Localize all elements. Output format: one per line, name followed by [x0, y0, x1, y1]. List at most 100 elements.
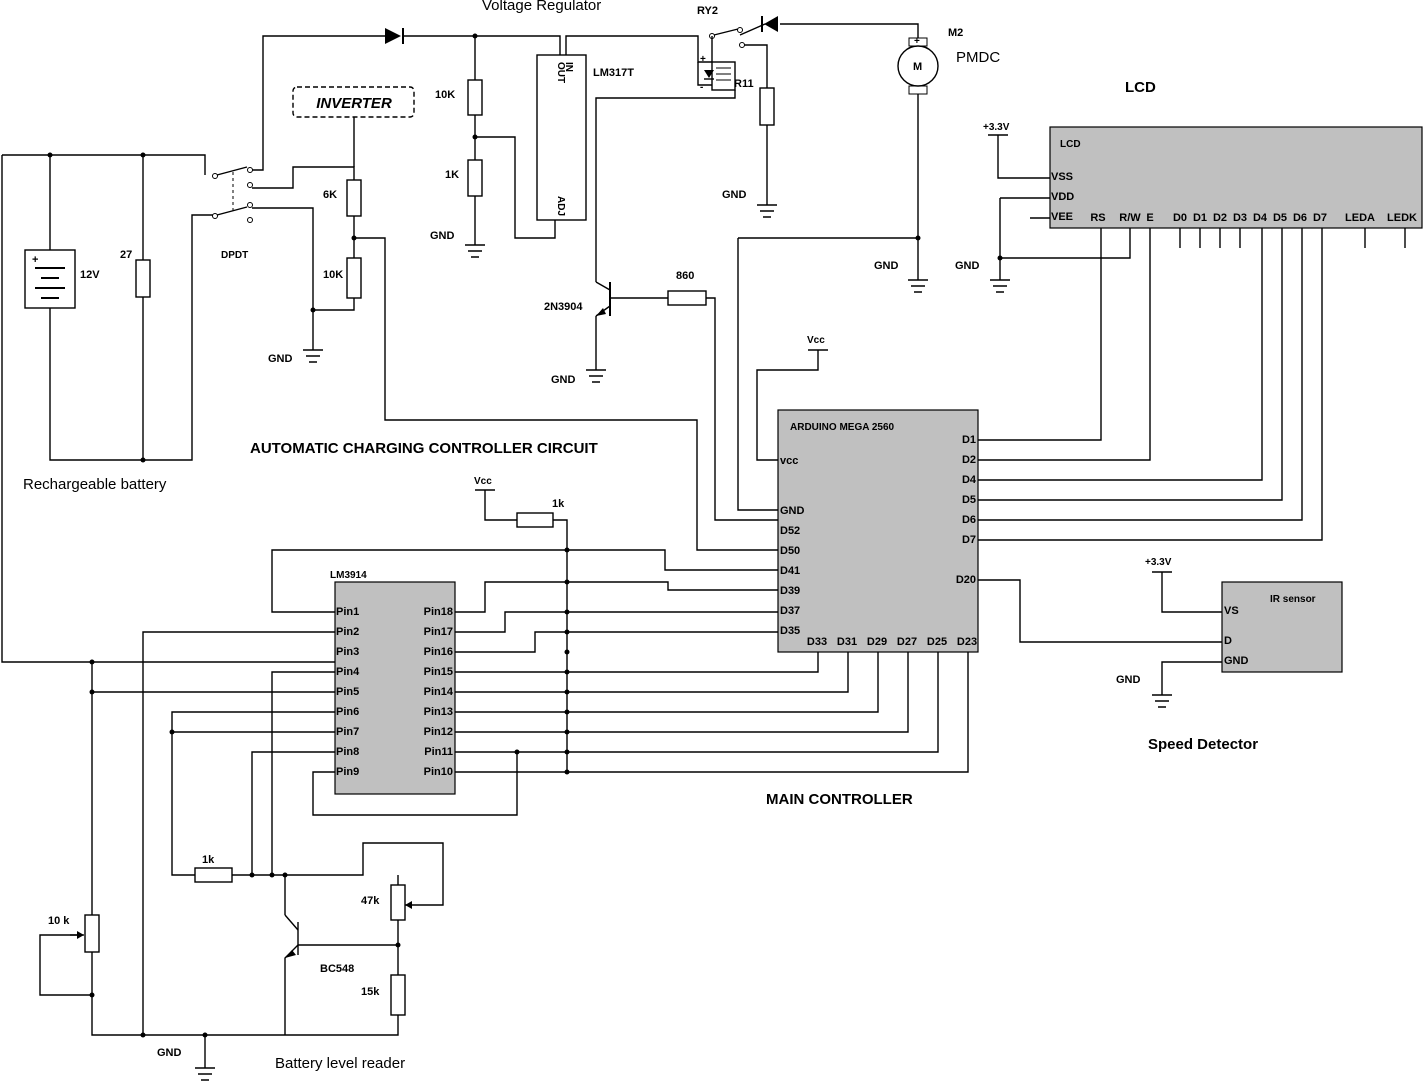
lm3914-pin12: Pin12 [424, 726, 453, 738]
arduino-pin-d25: D25 [927, 636, 947, 648]
resistor-relay [759, 87, 775, 126]
arduino-label: ARDUINO MEGA 2560 [790, 422, 895, 433]
lm3914-pin3: Pin3 [336, 646, 359, 658]
gnd-label: GND [722, 189, 747, 201]
resistor-860: 860 [667, 270, 707, 306]
resistor-1k-b: 1k [516, 498, 565, 528]
m2-label: M2 [948, 27, 963, 39]
lcd-pin-vdd: VDD [1051, 191, 1074, 203]
lm3914-pin11: Pin11 [424, 746, 453, 758]
ground-icon [195, 1067, 215, 1081]
arduino-pin-d33: D33 [807, 636, 827, 648]
arduino-pin-d37: D37 [780, 605, 800, 617]
ground-icon [908, 279, 928, 293]
ground-icon [990, 279, 1010, 293]
regulator-adj-label: ADJ [555, 196, 566, 216]
ir-sensor-label: IR sensor [1270, 594, 1316, 605]
lm3914-pin7: Pin7 [336, 726, 359, 738]
arduino-pin-d6: D6 [962, 514, 976, 526]
resistor-1k-a: 1K [445, 159, 483, 197]
resistor-10k-b: 10K [323, 257, 362, 299]
lcd-pin-d1: D1 [1193, 212, 1207, 224]
lm3914-pin17: Pin17 [424, 626, 453, 638]
lcd-pin-vee: VEE [1051, 211, 1073, 223]
arduino-pin-vcc: vcc [780, 455, 798, 467]
lm3914-pin10: Pin10 [424, 766, 453, 778]
regulator-in-label: IN [563, 62, 574, 72]
lcd-pin-leda: LEDA [1345, 212, 1375, 224]
lm3914-pin9: Pin9 [336, 766, 359, 778]
battery-plus-label: + [32, 254, 38, 266]
arduino-pin-d41: D41 [780, 565, 800, 577]
regulator-out-label: OUT [555, 62, 566, 83]
transistor-2n3904: 2N3904 [544, 281, 611, 317]
lcd-pin-e: E [1146, 212, 1153, 224]
potentiometer-10k: 10 k [48, 914, 100, 953]
resistor-27: 27 [120, 249, 151, 298]
lm3914-pin4: Pin4 [336, 666, 360, 678]
resistor-27-label: 27 [120, 249, 132, 261]
lm3914-pin16: Pin16 [424, 646, 453, 658]
lcd-pin-ledk: LEDK [1387, 212, 1417, 224]
motor-m-label: M [913, 61, 922, 73]
lm3914-pin15: Pin15 [424, 666, 453, 678]
vcc-label: Vcc [807, 335, 825, 346]
lcd-pin-d7: D7 [1313, 212, 1327, 224]
arduino-pin-d1: D1 [962, 434, 976, 446]
ground-symbols: GND GND GND GND GND GND GND GND [157, 189, 1172, 1081]
ir-pin-d: D [1224, 635, 1232, 647]
pot-47k-label: 47k [361, 895, 380, 907]
gnd-label: GND [551, 374, 576, 386]
gnd-label: GND [268, 353, 293, 365]
arduino-pin-d27: D27 [897, 636, 917, 648]
arduino-pin-d29: D29 [867, 636, 887, 648]
lm3914-pin13: Pin13 [424, 706, 453, 718]
resistor-1k-b-label: 1k [552, 498, 565, 510]
lm3914-pin5: Pin5 [336, 686, 359, 698]
inverter-label: INVERTER [316, 95, 392, 112]
ground-icon [1152, 694, 1172, 708]
pmdc-motor: M2 PMDC M + [897, 27, 1000, 95]
resistor-10k-a: 10K [435, 79, 483, 116]
ground-icon [757, 204, 777, 218]
arduino-pin-d2: D2 [962, 454, 976, 466]
gnd-label: GND [874, 260, 899, 272]
arduino-pin-d52: D52 [780, 525, 800, 537]
arduino-pin-d39: D39 [780, 585, 800, 597]
bc548-label: BC548 [320, 963, 354, 975]
gnd-label: GND [955, 260, 980, 272]
dpdt-label: DPDT [221, 250, 248, 261]
ground-icon [586, 369, 606, 383]
lm3914-pin6: Pin6 [336, 706, 359, 718]
transistor-bc548: BC548 [285, 950, 354, 975]
lm317t-label: LM317T [593, 67, 634, 79]
lcd-title: LCD [1125, 79, 1156, 96]
arduino-pin-d4: D4 [962, 474, 977, 486]
motor-plus-label: + [914, 36, 920, 47]
resistor-6k: 6K [323, 179, 362, 217]
gnd-label: GND [157, 1047, 182, 1059]
inverter-block: INVERTER [292, 86, 415, 118]
pot-10k-label: 10 k [48, 915, 70, 927]
resistor-1k-c: 1k [194, 854, 233, 883]
lm3914-pin8: Pin8 [336, 746, 359, 758]
lcd-pin-vss: VSS [1051, 171, 1073, 183]
pmdc-label: PMDC [956, 49, 1000, 66]
diode-top [385, 28, 404, 44]
lcd-pin-d2: D2 [1213, 212, 1227, 224]
resistor-15k-label: 15k [361, 986, 380, 998]
lcd-pin-d4: D4 [1253, 212, 1268, 224]
lm3914-pin18: Pin18 [424, 606, 453, 618]
arduino-pin-d50: D50 [780, 545, 800, 557]
supply-markers: Vcc Vcc +3.3V +3.3V [474, 122, 1172, 573]
ir-pin-vs: VS [1224, 605, 1239, 617]
lm3914-pin14: Pin14 [424, 686, 454, 698]
arduino-pin-d35: D35 [780, 625, 800, 637]
lcd-pin-rw: R/W [1119, 212, 1141, 224]
ir-pin-gnd: GND [1224, 655, 1249, 667]
rechargeable-battery-title: Rechargeable battery [23, 476, 167, 493]
lcd-pin-d3: D3 [1233, 212, 1247, 224]
